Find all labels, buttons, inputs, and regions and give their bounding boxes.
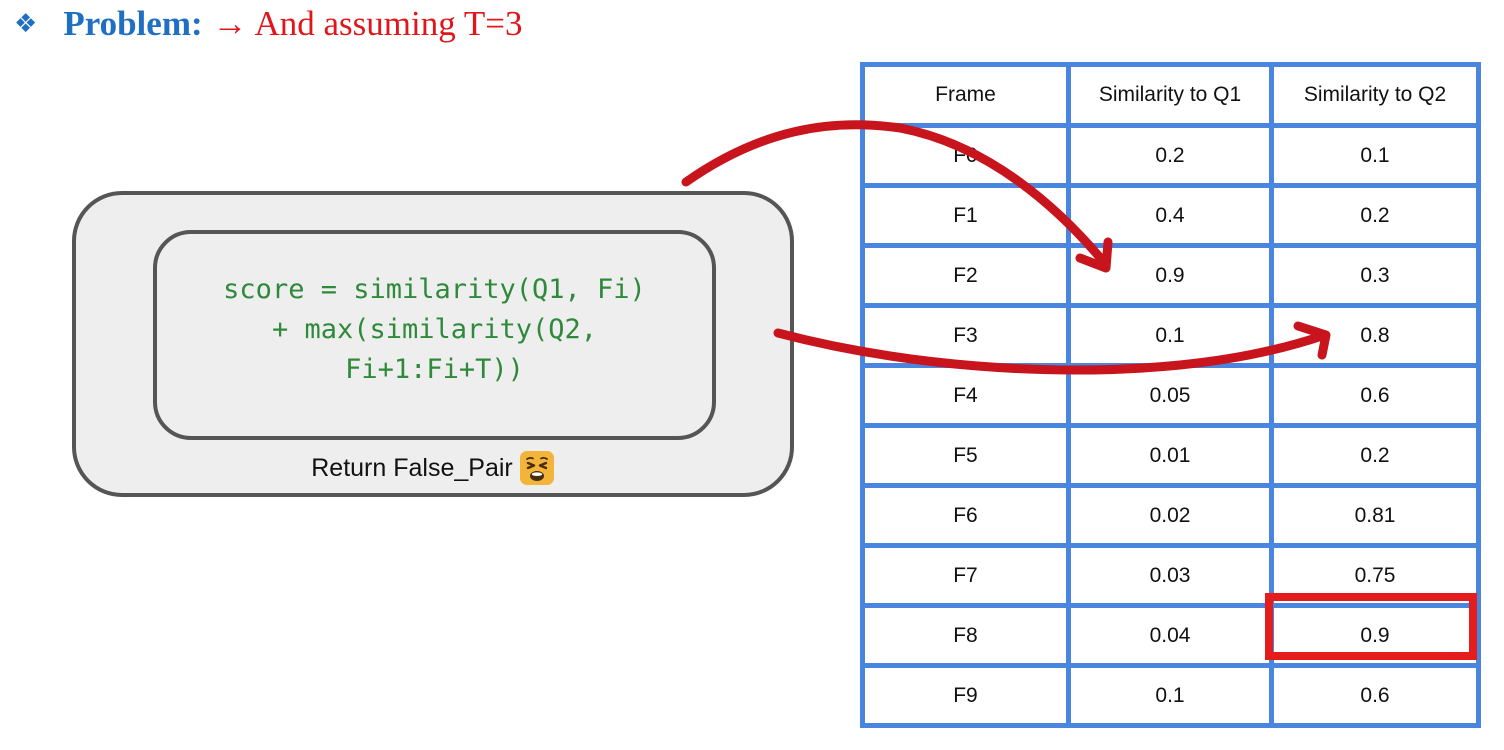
- cell-similarity-q1: 0.4: [1066, 183, 1274, 248]
- cell-frame: F5: [860, 423, 1071, 488]
- cell-frame: F4: [860, 363, 1071, 428]
- title-lead: Problem:: [63, 4, 203, 43]
- cell-frame: F0: [860, 123, 1071, 188]
- cell-similarity-q2: 0.81: [1269, 483, 1481, 548]
- cell-frame: F2: [860, 243, 1071, 308]
- cell-frame: F8: [860, 603, 1071, 668]
- cell-similarity-q1: 0.1: [1066, 663, 1274, 728]
- table-header-row: Frame Similarity to Q1 Similarity to Q2: [860, 62, 1481, 128]
- cell-similarity-q2: 0.3: [1269, 243, 1481, 308]
- result-text: Return False_Pair: [311, 453, 513, 482]
- slide-title: ❖ Problem: → And assuming T=3: [14, 2, 522, 46]
- cell-similarity-q2: 0.1: [1269, 123, 1481, 188]
- cell-similarity-q1: 0.01: [1066, 423, 1274, 488]
- cell-frame: F1: [860, 183, 1071, 248]
- cell-similarity-q1: 0.04: [1066, 603, 1274, 668]
- code-box: [153, 230, 716, 440]
- column-header-frame: Frame: [860, 62, 1071, 128]
- cell-similarity-q2: 0.2: [1269, 423, 1481, 488]
- cell-similarity-q1: 0.03: [1066, 543, 1274, 608]
- title-rest: → And assuming T=3: [212, 4, 523, 43]
- highlight-box-f8-q2: [1265, 593, 1477, 660]
- cell-frame: F9: [860, 663, 1071, 728]
- cell-frame: F7: [860, 543, 1071, 608]
- code-line-3: Fi+1:Fi+T)): [345, 354, 524, 385]
- cell-similarity-q1: 0.9: [1066, 243, 1274, 308]
- code-line-2: + max(similarity(Q2,: [271, 314, 598, 345]
- cell-similarity-q2: 0.6: [1269, 663, 1481, 728]
- tired-face-icon: [519, 450, 555, 486]
- cell-similarity-q1: 0.1: [1066, 303, 1274, 368]
- cell-similarity-q2: 0.6: [1269, 363, 1481, 428]
- cell-similarity-q1: 0.02: [1066, 483, 1274, 548]
- cell-similarity-q1: 0.05: [1066, 363, 1274, 428]
- code-line-1: score = similarity(Q1, Fi): [223, 274, 646, 305]
- code-block: score = similarity(Q1, Fi) + max(similar…: [153, 270, 716, 390]
- cell-similarity-q2: 0.2: [1269, 183, 1481, 248]
- diamond-bullet-icon: ❖: [14, 9, 38, 39]
- cell-frame: F6: [860, 483, 1071, 548]
- column-header-q2: Similarity to Q2: [1269, 62, 1481, 128]
- cell-frame: F3: [860, 303, 1071, 368]
- cell-similarity-q1: 0.2: [1066, 123, 1274, 188]
- column-header-q1: Similarity to Q1: [1066, 62, 1274, 128]
- cell-similarity-q2: 0.8: [1269, 303, 1481, 368]
- result-row: Return False_Pair: [72, 450, 794, 486]
